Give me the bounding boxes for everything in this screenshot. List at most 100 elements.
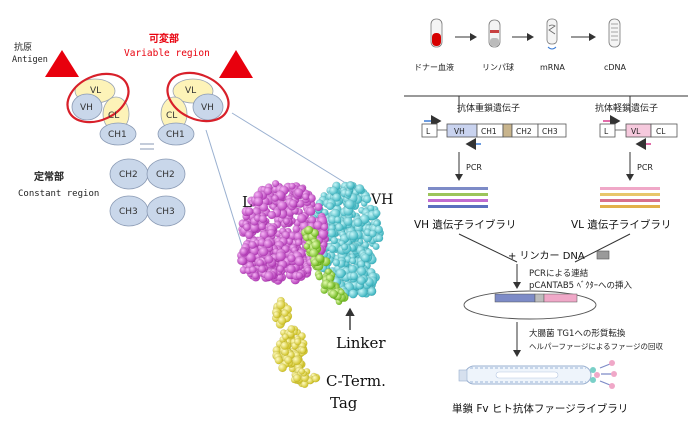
tag-atom [276, 300, 286, 310]
heavy-seg-4: CH2 [516, 127, 532, 136]
structure-label-cterm: C-Term. [326, 372, 386, 390]
vl-atom [253, 196, 264, 207]
heavy-gene-title: 抗体重鎖遺伝子 [457, 102, 520, 114]
vl-atom [240, 247, 248, 256]
tag-atom [277, 316, 287, 325]
vh-atom [326, 202, 335, 211]
step-label-2: mRNA [540, 63, 565, 72]
vl-atom [251, 272, 260, 280]
vh-atom [335, 223, 344, 232]
ligation-step-2: pCANTAB5 ﾍﾞｸﾀｰへの挿入 [529, 280, 633, 291]
vl-atom [259, 247, 269, 257]
linker-atom [311, 240, 321, 250]
vl-atom [314, 202, 323, 212]
vl-atom [264, 271, 274, 281]
structure-label-tag: Tag [330, 394, 358, 412]
vl-atom [258, 265, 266, 273]
vh-atom [332, 258, 341, 267]
light-gene-title: 抗体軽鎖遺伝子 [595, 102, 658, 114]
vh-library-bars [428, 187, 488, 208]
vh-atom [328, 245, 337, 253]
projection-line-right [231, 112, 366, 196]
step-label-3: cDNA [604, 63, 627, 72]
library-workflow: ドナー血液 リンパ球 mRNA cDNA 抗体重鎖遺伝子 抗体軽鎖遺伝子 L V… [404, 18, 688, 415]
vl-atom [246, 252, 256, 263]
constant-region-jp: 定常部 [34, 170, 64, 183]
vh-atom [346, 181, 355, 190]
vl-atom [287, 254, 296, 263]
variable-ellipse-right [166, 71, 230, 123]
vl-atom [258, 222, 266, 231]
domain-vh-left [71, 93, 103, 121]
vl-library-label: VL 遺伝子ライブラリ [571, 218, 671, 231]
light-seg-0: L [604, 127, 609, 136]
domain-ch3-right [146, 195, 186, 227]
structure-label-l: L [242, 193, 252, 211]
domain-ch2-right [146, 158, 186, 190]
vl-atom [286, 264, 296, 274]
vl-atom [245, 207, 254, 216]
tube-mrna [546, 18, 558, 50]
vh-atom [348, 289, 358, 299]
vh-atom [344, 199, 355, 210]
domain-ch1-right [157, 122, 195, 146]
label-vl-right: VL [185, 86, 196, 96]
antigen-right-triangle [219, 50, 253, 78]
vh-atom [348, 230, 359, 241]
light-seg-2: CL [656, 127, 666, 136]
linker-atom [315, 273, 323, 281]
label-cl-left: CL [108, 111, 119, 121]
vl-atom [259, 202, 269, 212]
label-ch3-right: CH3 [156, 207, 175, 217]
linker-dna-label: + リンカー DNA [508, 250, 585, 262]
vl-atom [256, 259, 264, 267]
converge-line-right [574, 233, 631, 263]
vl-atom [297, 213, 307, 224]
tag-atom [293, 374, 301, 383]
tag-atom [282, 333, 289, 341]
vh-atom [343, 216, 353, 226]
scfv-structure: L VH Linker C-Term. Tag [236, 179, 393, 412]
converge-line-left [458, 233, 518, 263]
linker-atom [329, 289, 339, 299]
final-library-label: 単鎖 Fv ヒト抗体ファージライブラリ [452, 402, 628, 415]
tag-atom [298, 368, 306, 375]
tag-atom [281, 309, 289, 317]
vh-atom [363, 195, 372, 204]
vector-plasmid [463, 290, 597, 320]
transform-step-1: 大腸菌 TG1への形質転換 [529, 328, 626, 339]
vh-atom [372, 242, 380, 251]
heavy-seg-5: CH3 [542, 127, 558, 136]
tag-atom [273, 311, 281, 319]
label-cl-right: CL [166, 111, 177, 121]
vl-atom [267, 228, 276, 237]
pcr-label-left: PCR [466, 163, 482, 172]
tag-atom [280, 341, 289, 350]
vh-atom [372, 209, 381, 218]
constant-region-en: Constant region [18, 189, 99, 199]
variable-region-en: Variable region [124, 48, 210, 59]
vl-atom [304, 266, 312, 274]
domain-ch1-left [99, 122, 137, 146]
antigen-left-triangle [45, 50, 79, 77]
vl-atom [267, 210, 276, 220]
label-ch1-left: CH1 [108, 130, 127, 140]
linker-atom [315, 254, 325, 263]
vh-atom [374, 225, 383, 234]
vh-atom [341, 243, 349, 251]
linker-atom [304, 225, 314, 235]
label-vh-right: VH [201, 103, 214, 113]
tag-atom [284, 356, 293, 365]
step-label-1: リンパ球 [482, 62, 514, 72]
vh-atom [349, 272, 359, 281]
heavy-seg-1: VH [454, 127, 465, 136]
label-ch2-right: CH2 [156, 170, 175, 180]
linker-atom [326, 281, 335, 290]
light-chain-gene: L VL CL [599, 115, 678, 150]
tag-atom [278, 363, 287, 373]
vl-atom [244, 230, 254, 240]
heavy-chain-gene: L VH CH1 CH2 CH3 [421, 115, 567, 150]
projection-line-left [205, 129, 248, 263]
vl-atom [295, 238, 303, 247]
